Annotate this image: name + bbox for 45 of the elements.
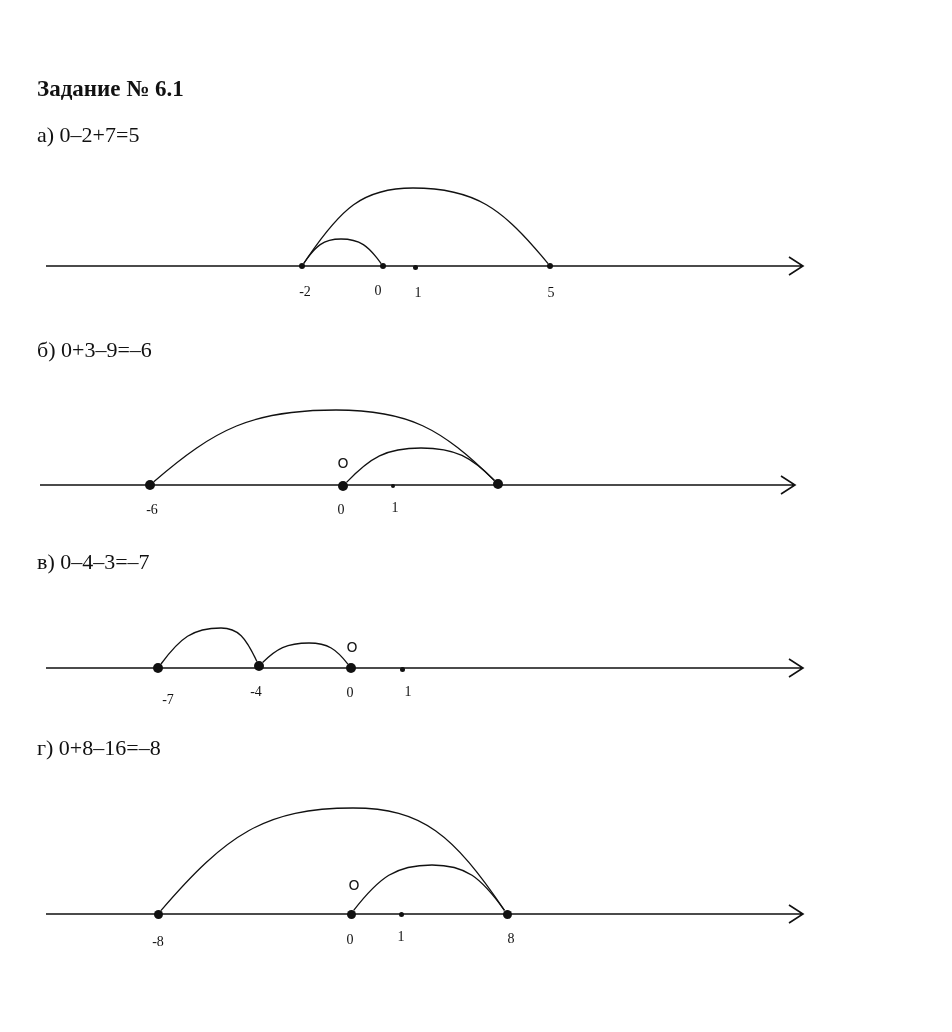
equation-heading: в) 0–4–3=–7 xyxy=(37,549,150,575)
origin-label: O xyxy=(346,640,358,654)
equation-heading: г) 0+8–16=–8 xyxy=(37,735,161,761)
point-dot xyxy=(502,909,512,919)
jump-arc xyxy=(160,627,258,665)
point-dot xyxy=(398,911,404,917)
tick-label: 8 xyxy=(507,932,515,946)
jump-arc xyxy=(303,238,382,265)
point-dot xyxy=(346,909,356,919)
tick-label: 1 xyxy=(397,930,405,944)
origin-label: O xyxy=(337,456,349,470)
task-title: Задание № 6.1 xyxy=(37,76,184,103)
equation-heading: а) 0–2+7=5 xyxy=(37,122,140,148)
tick-label: -6 xyxy=(146,503,158,517)
tick-label: 1 xyxy=(414,286,422,300)
tick-label: 1 xyxy=(391,501,399,515)
point-dot xyxy=(547,263,553,269)
point-dot xyxy=(399,666,405,672)
tick-label: -7 xyxy=(162,693,174,707)
point-dot xyxy=(145,480,155,490)
jump-arc xyxy=(160,807,506,912)
point-dot xyxy=(346,663,356,673)
tick-label: 5 xyxy=(547,286,555,300)
point-dot xyxy=(391,484,395,488)
tick-label: 0 xyxy=(337,503,345,517)
point-dot xyxy=(153,909,163,919)
tick-label: -4 xyxy=(250,685,262,699)
tick-label: -8 xyxy=(152,935,164,949)
equation-heading: б) 0+3–9=–6 xyxy=(37,337,152,363)
tick-label: 0 xyxy=(346,933,354,947)
tick-label: -2 xyxy=(299,285,311,299)
point-dot xyxy=(493,479,503,489)
origin-label: O xyxy=(348,878,360,892)
point-dot xyxy=(153,663,163,673)
point-dot xyxy=(380,263,386,269)
tick-label: 0 xyxy=(374,284,382,298)
tick-label: 1 xyxy=(404,685,412,699)
point-dot xyxy=(338,481,348,491)
point-dot xyxy=(412,264,418,270)
point-dot xyxy=(299,263,305,269)
jump-arc xyxy=(153,409,496,483)
tick-label: 0 xyxy=(346,686,354,700)
jump-arc xyxy=(261,642,349,665)
point-dot xyxy=(254,661,264,671)
jump-arc xyxy=(303,187,549,265)
